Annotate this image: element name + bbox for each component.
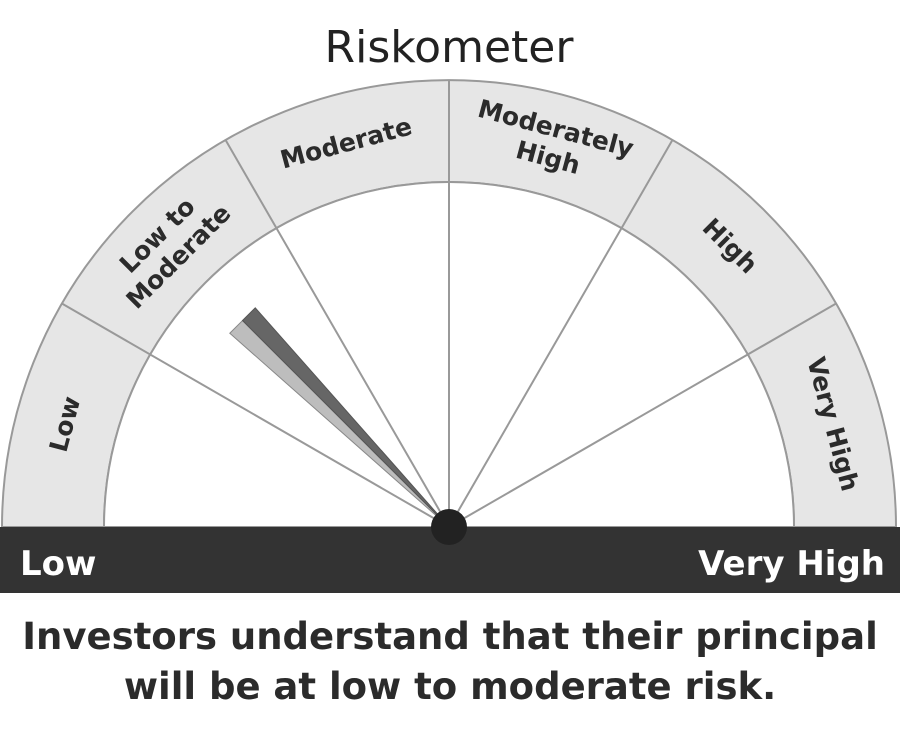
needle-dark-face [241, 307, 450, 528]
gauge-divider-line [61, 302, 450, 528]
scale-low-label: Low [20, 544, 96, 584]
scale-very-high-label: Very High [698, 544, 885, 584]
risk-caption: Investors understand that their principa… [0, 612, 900, 712]
caption-line-1: Investors understand that their principa… [22, 615, 878, 658]
gauge-divider-line [448, 302, 837, 528]
gauge-needle [229, 307, 450, 528]
gauge-divider-line [448, 139, 674, 528]
gauge-title: Riskometer [325, 22, 575, 73]
caption-line-2: will be at low to moderate risk. [123, 665, 777, 708]
gauge-dividers [61, 80, 837, 528]
gauge-divider-line [224, 139, 450, 528]
needle-pivot [431, 509, 467, 545]
